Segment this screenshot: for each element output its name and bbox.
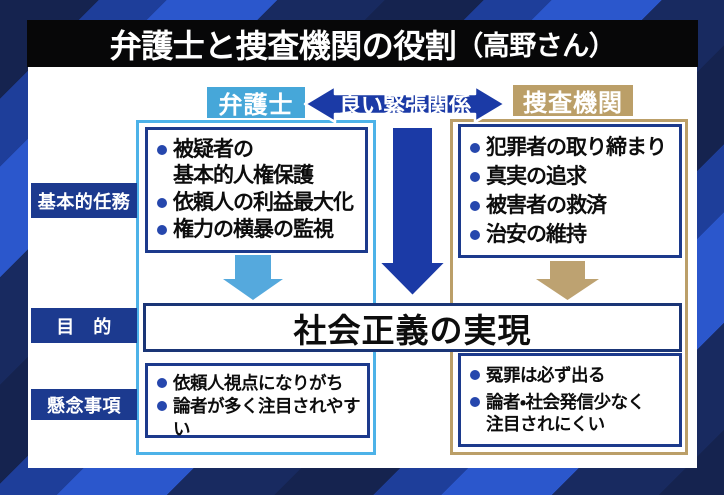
- agency-concerns-box: 冤罪は必ず出る 論者・社会発信少なく 注目されにくい: [458, 353, 682, 447]
- duty-text: 依頼人の利益最大化: [173, 190, 354, 214]
- agency-duties-list: 犯罪者の取り締まり 真実の追求 被害者の救済 治安の維持: [461, 127, 679, 255]
- agency-concerns-list: 冤罪は必ず出る 論者・社会発信少なく 注目されにくい: [461, 356, 679, 444]
- duty-text: 真実の追求: [486, 164, 587, 188]
- list-item: 真実の追求: [470, 164, 673, 190]
- bullet-dot-icon: [470, 142, 480, 153]
- list-item: 権力の横暴の監視: [157, 217, 359, 243]
- list-item: 依頼人の利益最大化: [157, 190, 359, 216]
- concern-text: 依頼人視点になりがち: [173, 373, 344, 393]
- bullet-dot-icon: [470, 200, 480, 211]
- list-item: 論者・社会発信少なく 注目されにくい: [470, 391, 673, 437]
- list-item: 依頼人視点になりがち: [157, 372, 361, 395]
- concern-text: 論者が多く注目されやすい: [173, 395, 361, 439]
- list-item: 冤罪は必ず出る: [470, 364, 673, 387]
- concern-text: 冤罪は必ず出る: [486, 364, 606, 385]
- bullet-dot-icon: [470, 369, 480, 380]
- list-item: 犯罪者の取り締まり: [470, 135, 673, 161]
- bullet-dot-icon: [157, 378, 167, 388]
- bullet-dot-icon: [470, 229, 480, 240]
- lawyer-concerns-box: 依頼人視点になりがち 論者が多く注目されやすい: [145, 363, 370, 439]
- bullet-dot-icon: [470, 171, 480, 182]
- concerns-row-label: 懸念事項: [31, 389, 137, 420]
- bullet-dot-icon: [470, 396, 480, 407]
- goal-text: 社会正義の実現: [293, 311, 532, 349]
- duty-text: 権力の横暴の監視: [173, 218, 334, 242]
- lawyer-column-header: 弁護士: [207, 87, 305, 119]
- list-item: 被害者の救済: [470, 193, 673, 219]
- concern-text: 論者・社会発信少なく 注目されにくい: [486, 391, 645, 435]
- double-arrow-icon: [303, 84, 507, 124]
- bullet-dot-icon: [157, 144, 167, 155]
- lawyer-duties-list: 被疑者の 基本的人権保護 依頼人の利益最大化 権力の横暴の監視: [148, 130, 365, 250]
- lawyer-column-frame: [136, 120, 376, 455]
- duty-text: 被害者の救済: [486, 193, 607, 217]
- list-item: 治安の維持: [470, 222, 673, 248]
- duties-row-label: 基本的任務: [31, 183, 137, 218]
- bullet-dot-icon: [157, 225, 167, 236]
- list-item: 論者が多く注目されやすい: [157, 395, 361, 441]
- purpose-row-label: 目 的: [31, 308, 137, 343]
- tension-relationship: 良い緊張関係: [303, 84, 507, 124]
- tension-relationship-label: 良い緊張関係: [338, 93, 471, 118]
- agency-column-header: 捜査機関: [513, 85, 633, 117]
- list-item: 被疑者の 基本的人権保護: [157, 137, 359, 188]
- goal-box: 社会正義の実現: [143, 303, 682, 352]
- bullet-dot-icon: [157, 400, 167, 411]
- duty-text: 治安の維持: [486, 222, 587, 246]
- lawyer-concerns-list: 依頼人視点になりがち 論者が多く注目されやすい: [148, 366, 367, 439]
- page-title-suffix: （高野さん）: [456, 31, 616, 61]
- duty-text: 犯罪者の取り締まり: [486, 135, 667, 159]
- agency-duties-box: 犯罪者の取り締まり 真実の追求 被害者の救済 治安の維持: [458, 124, 682, 258]
- title-bar: 弁護士と捜査機関の役割（高野さん）: [27, 20, 698, 67]
- agency-column-frame: [450, 119, 688, 455]
- page-title: 弁護士と捜査機関の役割: [109, 27, 457, 64]
- bullet-dot-icon: [157, 197, 167, 208]
- lawyer-duties-box: 被疑者の 基本的人権保護 依頼人の利益最大化 権力の横暴の監視: [145, 127, 368, 253]
- duty-text: 被疑者の 基本的人権保護: [173, 137, 314, 187]
